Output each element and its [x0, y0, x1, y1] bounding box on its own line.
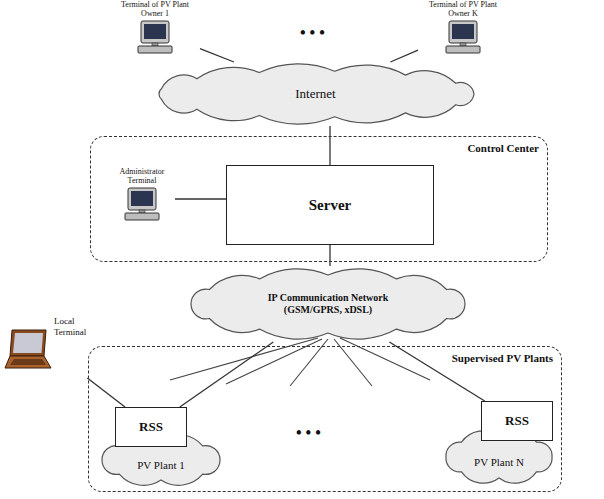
node-label: Local Terminal	[54, 316, 90, 338]
node-label: Terminal of PV Plant Owner 1	[110, 0, 200, 18]
owner-terminal: Terminal of PV Plant Owner K	[418, 0, 508, 62]
laptop-icon	[4, 328, 52, 372]
connector	[180, 342, 273, 407]
monitor-icon	[135, 20, 175, 54]
network-cloud: IP Communication Network (GSM/GPRS, xDSL…	[182, 266, 474, 342]
server-box: Server	[226, 165, 434, 245]
node-label: Terminal of PV Plant Owner K	[418, 0, 508, 18]
node-label: IP Communication Network (GSM/GPRS, xDSL…	[243, 292, 413, 316]
node-label: Server	[309, 196, 351, 214]
ellipsis-wrap: • • •	[300, 24, 325, 42]
internet-cloud: Internet	[148, 62, 483, 126]
admin-terminal: Administrator Terminal	[109, 167, 175, 231]
ellipsis-mark: • • •	[300, 24, 325, 42]
owner-terminal: Terminal of PV Plant Owner 1	[110, 0, 200, 62]
local-terminal: Local Terminal	[4, 316, 90, 378]
connector	[390, 50, 418, 62]
region-title: Control Center	[467, 142, 539, 154]
node-label: RSS	[139, 419, 163, 435]
monitor-icon	[122, 187, 162, 221]
node-label: PV Plant N	[474, 456, 524, 469]
connector	[389, 342, 484, 401]
node-label: Administrator Terminal	[109, 167, 175, 185]
rss-box: RSS	[115, 407, 187, 447]
connector	[329, 126, 330, 165]
node-label: Internet	[295, 86, 335, 102]
control-center-region: Control CenterAdministrator TerminalServ…	[90, 136, 548, 262]
connector	[329, 245, 330, 266]
pv-plants-region: Supervised PV PlantsRSS PV Plant 1 RSS PV P…	[88, 346, 562, 492]
connector	[87, 378, 125, 407]
ellipsis-mark: • • •	[296, 424, 321, 442]
connector	[175, 198, 226, 199]
connector	[200, 49, 234, 62]
monitor-icon	[443, 20, 483, 54]
ellipsis-wrap: • • •	[296, 424, 321, 442]
rss-box: RSS	[481, 401, 553, 441]
node-label: PV Plant 1	[137, 459, 184, 472]
node-label: RSS	[505, 413, 529, 429]
region-title: Supervised PV Plants	[452, 352, 553, 364]
